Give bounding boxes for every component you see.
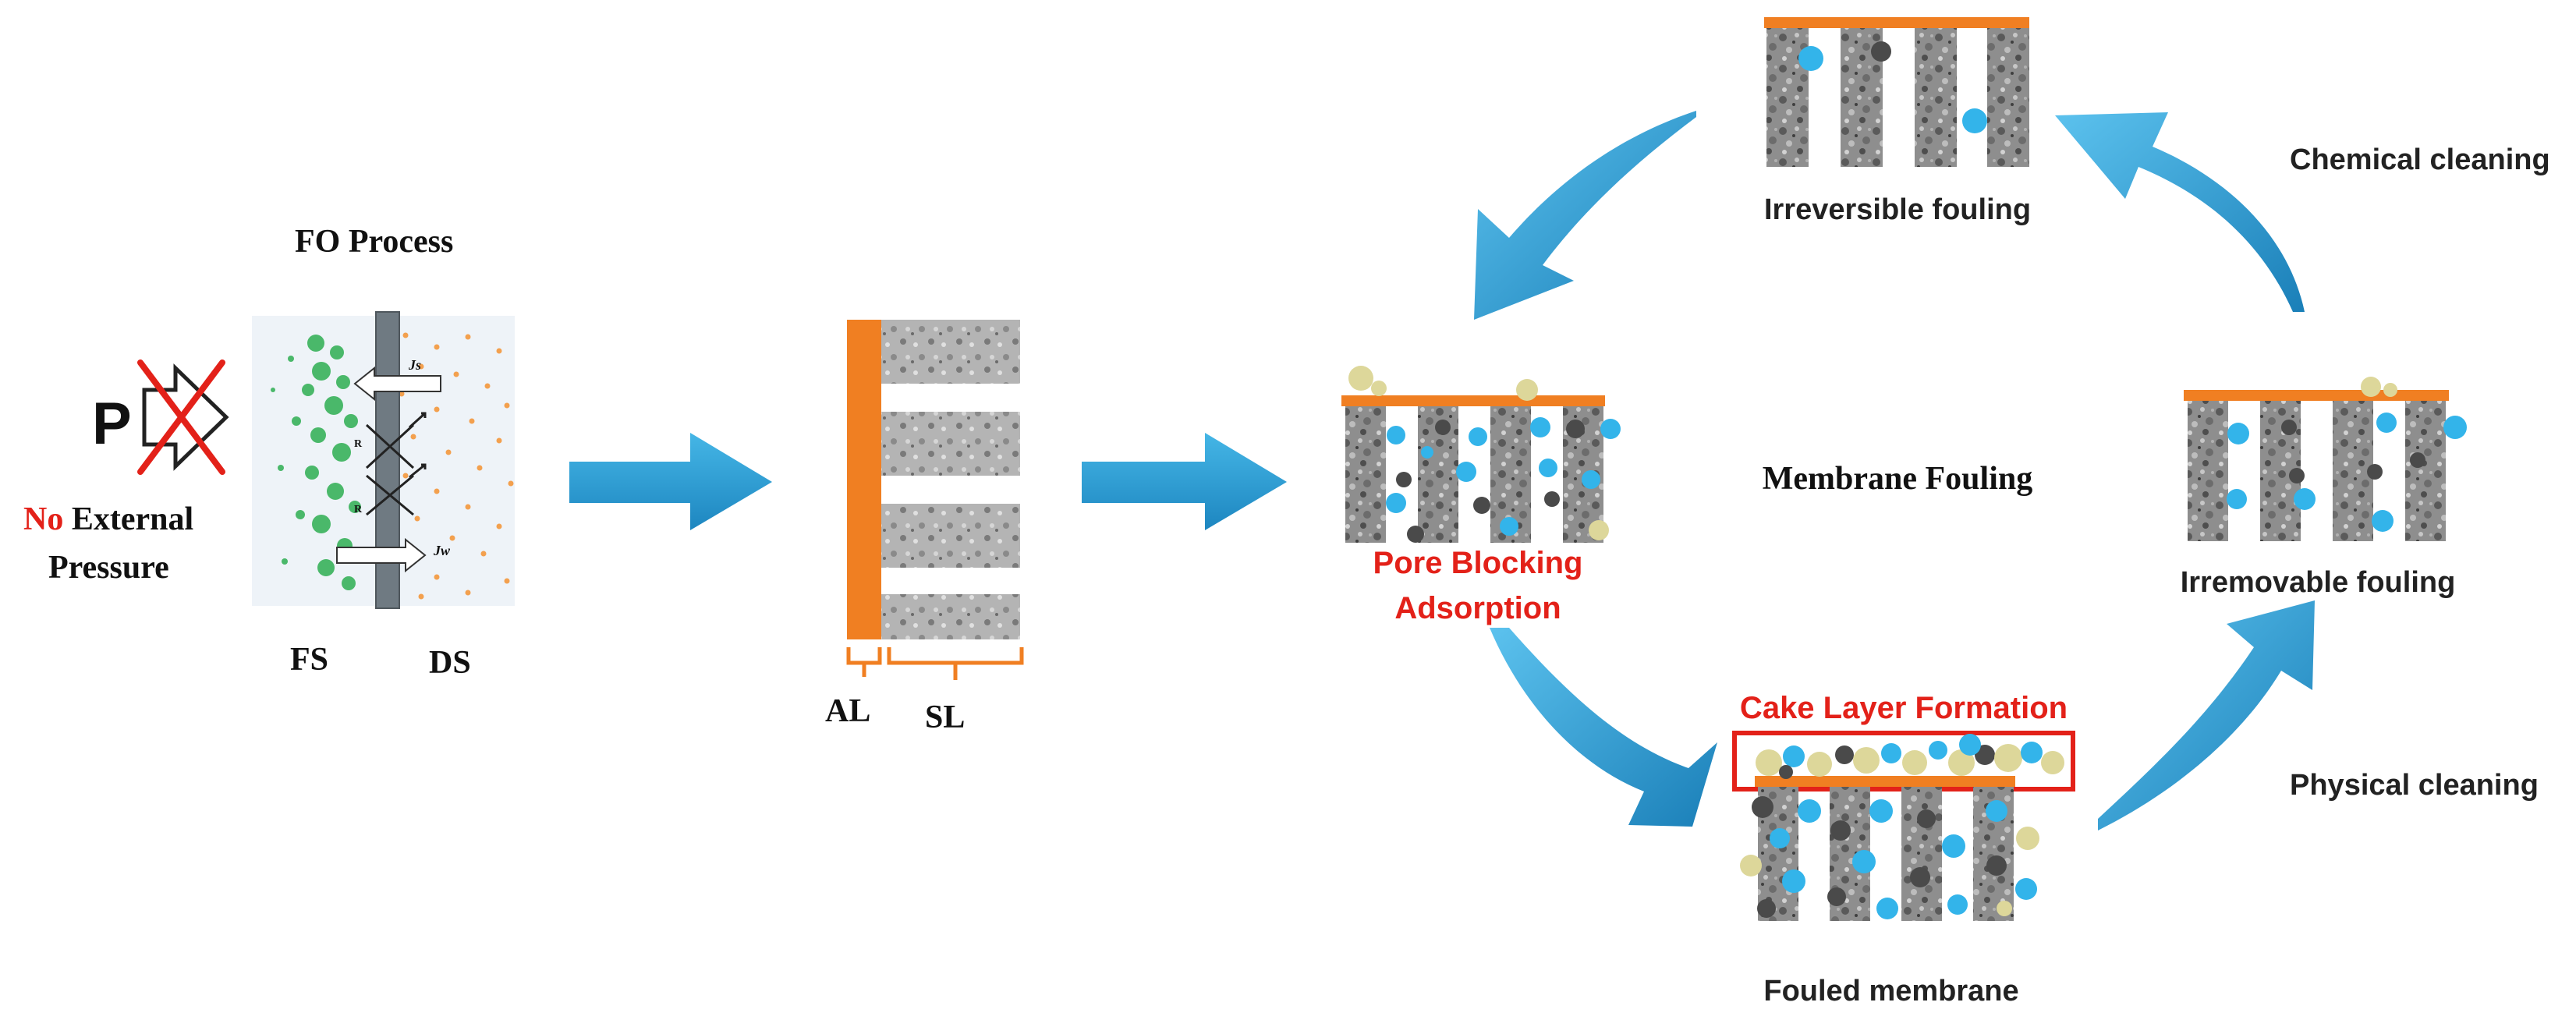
foulant-particle-icon <box>1348 366 1621 543</box>
flow-arrow-icon <box>1082 433 1287 530</box>
cake-layer-particles <box>1756 734 2064 779</box>
irreversible-fouling-membrane <box>1764 17 2029 167</box>
al-label: AL <box>825 693 871 729</box>
r2-label: R <box>354 504 363 515</box>
no-pressure-icon <box>137 359 229 475</box>
ds-label: DS <box>429 645 471 681</box>
active-layer <box>847 320 881 639</box>
physical-cleaning-label: Physical cleaning <box>2290 769 2539 802</box>
fs-label: FS <box>290 642 329 678</box>
foulant-particle-icon <box>1740 796 2039 919</box>
sl-label: SL <box>925 699 966 735</box>
adsorption-label: Adsorption <box>1394 591 1561 625</box>
curved-arrow-icon <box>1490 628 1717 827</box>
js-label: Js <box>409 357 422 373</box>
curved-arrow-icon <box>2098 600 2315 830</box>
support-layer-pore-4 <box>881 594 1020 639</box>
draw-solution-particles <box>399 332 514 600</box>
no-external-label: No External <box>23 501 193 538</box>
no-word: No <box>23 501 64 537</box>
pressure-word: Pressure <box>48 550 169 586</box>
pore-blocking-membrane <box>1341 366 1621 543</box>
al-bracket <box>846 647 882 677</box>
fo-process-title: FO Process <box>295 224 454 260</box>
support-layer-pore-2 <box>881 412 1020 476</box>
feed-solution-particles <box>271 335 361 590</box>
membrane-structure <box>846 320 1024 680</box>
fouled-membrane <box>1732 731 2075 921</box>
pressure-symbol: P <box>92 391 132 457</box>
irreversible-fouling-label: Irreversible fouling <box>1763 193 2032 226</box>
support-layer-pore-1 <box>881 320 1020 384</box>
chemical-cleaning-label: Chemical cleaning <box>2290 143 2550 176</box>
jw-label: Jw <box>434 543 451 558</box>
curved-arrow-icon <box>1474 111 1696 320</box>
membrane-fouling-label: Membrane Fouling <box>1762 461 2033 497</box>
external-word: External <box>71 501 194 537</box>
support-layer-pore-3 <box>881 504 1020 568</box>
irremovable-fouling-label: Irremovable fouling <box>2180 566 2456 599</box>
fo-process-panel <box>252 311 515 609</box>
sl-bracket <box>887 647 1024 680</box>
curved-arrow-icon <box>2055 112 2305 312</box>
rejection-marks <box>365 412 427 516</box>
fouled-membrane-label: Fouled membrane <box>1763 975 2019 1008</box>
jw-flux-arrow-icon <box>336 537 427 573</box>
flow-arrow-icon <box>569 433 772 530</box>
js-flux-arrow-icon <box>353 366 441 402</box>
irremovable-fouling-membrane <box>2184 377 2467 541</box>
pore-blocking-label: Pore Blocking <box>1373 546 1583 580</box>
cake-layer-formation-label: Cake Layer Formation <box>1739 691 2068 725</box>
r1-label: R <box>354 438 363 450</box>
